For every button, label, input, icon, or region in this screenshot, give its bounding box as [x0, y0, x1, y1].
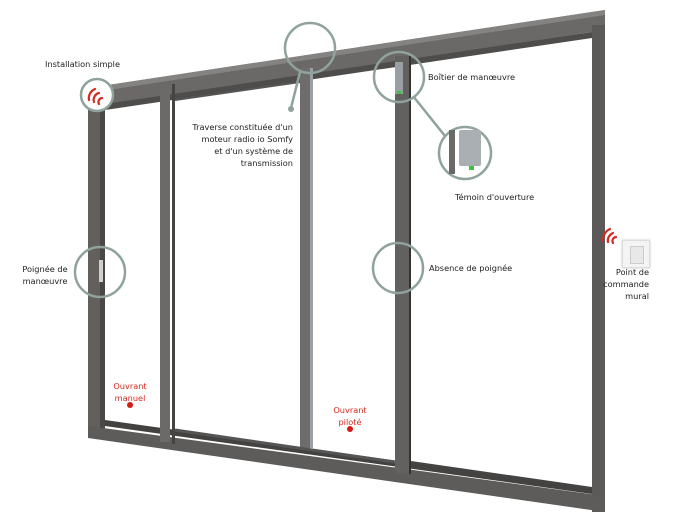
callout-absence: [371, 241, 425, 295]
wall-switch-icon: [622, 240, 650, 268]
label-line: piloté: [338, 417, 362, 427]
label-traverse: Traverse constituée d'un moteur radio io…: [192, 121, 293, 169]
label-temoin: Témoin d'ouverture: [455, 192, 535, 202]
label-line: mural: [625, 291, 649, 301]
marker-dot: [127, 402, 133, 408]
marker-dot: [347, 426, 353, 432]
radio-waves-icon-wall: [601, 227, 618, 245]
label-line: et d'un système de: [214, 146, 293, 156]
label-boitier: Boîtier de manœuvre: [428, 72, 516, 82]
label-line: Traverse constituée d'un: [192, 122, 293, 132]
label-point-commande: Point de commande mural: [603, 266, 649, 302]
label-absence: Absence de poignée: [429, 263, 513, 273]
label-line: moteur radio io Somfy: [201, 134, 293, 144]
label-line: Ouvrant: [113, 381, 147, 391]
indicator-closeup: [449, 130, 481, 174]
label-line: Poignée de: [22, 264, 68, 274]
door-frame: [88, 10, 605, 512]
label-line: Ouvrant: [333, 405, 367, 415]
label-line: commande: [603, 279, 649, 289]
label-installation: Installation simple: [45, 59, 120, 69]
radio-waves-icon: [87, 87, 104, 106]
label-ouvrant-manuel: Ouvrant manuel: [105, 380, 155, 404]
label-line: Point de: [615, 267, 649, 277]
label-poignee: Poignée de manœuvre: [12, 263, 78, 287]
label-line: manœuvre: [22, 276, 68, 286]
label-line: manuel: [114, 393, 146, 403]
callout-traverse: [283, 21, 337, 75]
label-ouvrant-pilote: Ouvrant piloté: [325, 404, 375, 428]
callout-boitier: [372, 50, 426, 104]
callout-poignee: [73, 245, 127, 299]
label-line: transmission: [240, 158, 293, 168]
